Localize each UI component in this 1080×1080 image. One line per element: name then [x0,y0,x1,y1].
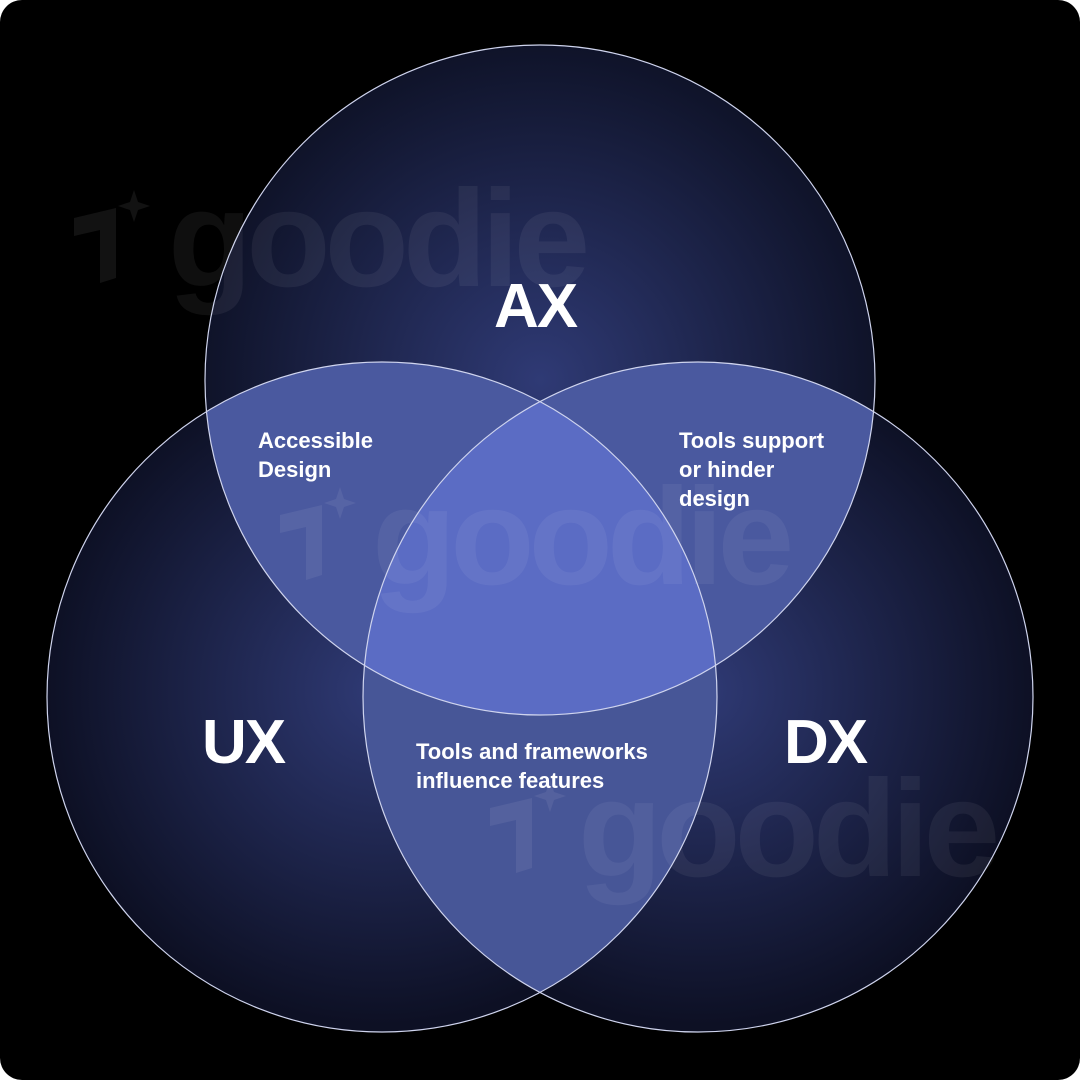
goodie-logo-icon [490,780,566,873]
goodie-logo-icon [280,487,356,580]
circle-ux-outline [46,361,718,1033]
label-dx: DX [784,708,868,777]
circle-ax-outline [204,44,876,716]
label-ux: UX [202,708,286,777]
overlap-ux-dx-label: Tools and frameworks influence features [416,739,648,793]
goodie-logo-icon [74,190,150,283]
circle-dx-outline [362,361,1034,1033]
overlap-ax-ux-label: Accessible Design [258,428,373,482]
overlap-ax-dx-label: Tools support or hinder design [679,428,825,511]
label-ax: AX [494,272,578,341]
